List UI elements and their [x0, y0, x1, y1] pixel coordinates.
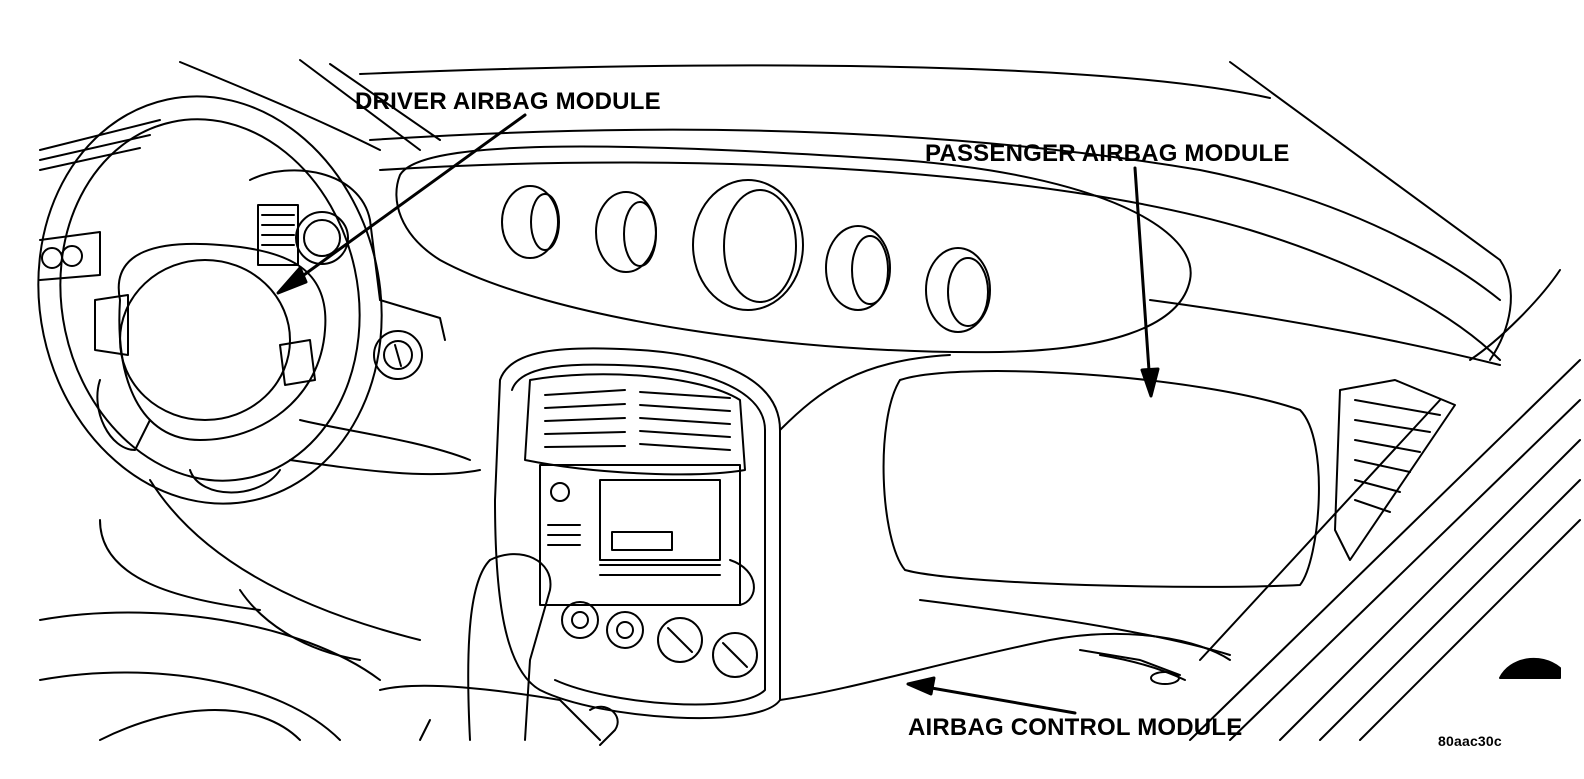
shifter — [380, 554, 618, 745]
passenger-airbag-label: PASSENGER AIRBAG MODULE — [925, 140, 1290, 167]
vent-4 — [826, 226, 890, 310]
windshield-lines — [40, 60, 1511, 360]
callout-arrows — [278, 115, 1158, 713]
driver-airbag-label: DRIVER AIRBAG MODULE — [355, 88, 661, 115]
hvac-knob-4 — [713, 633, 757, 677]
floor-lines — [40, 520, 380, 740]
vent-pod — [396, 146, 1190, 352]
passenger-airbag-arrow — [1135, 168, 1150, 385]
radio — [540, 465, 740, 605]
center-vent — [525, 374, 745, 474]
passenger-dash — [780, 355, 1319, 700]
center-stack — [495, 348, 780, 718]
driver-airbag-arrow — [290, 115, 525, 285]
hvac-knob-2 — [607, 612, 643, 648]
corner-mark — [1500, 659, 1560, 678]
hvac-knob-1 — [562, 602, 598, 638]
dash-top — [370, 130, 1500, 365]
door-vent — [1190, 270, 1580, 740]
instrument-cluster — [40, 170, 380, 300]
ignition — [150, 300, 480, 640]
vent-5 — [926, 248, 990, 332]
gauge — [296, 212, 348, 264]
passenger-airbag-door — [884, 371, 1319, 587]
hvac-knob-3 — [658, 618, 702, 662]
vent-3 — [693, 180, 803, 310]
figure-code: 80aac30c — [1438, 733, 1502, 749]
airbag-control-label: AIRBAG CONTROL MODULE — [908, 714, 1243, 741]
steering-wheel — [1, 64, 419, 536]
acm-arrow — [920, 686, 1075, 713]
